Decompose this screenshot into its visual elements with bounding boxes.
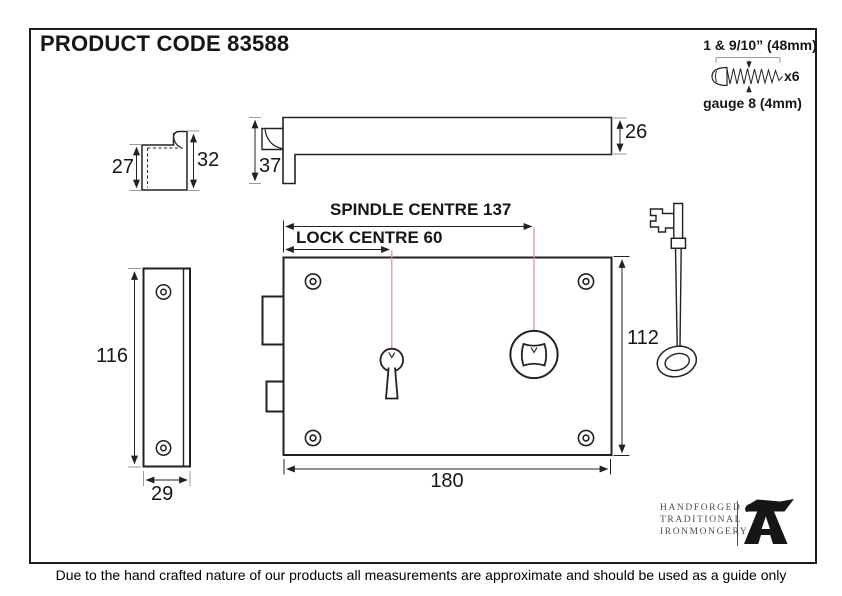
logo-text-line1: HANDFORGED (660, 503, 742, 513)
screw-gauge-label: gauge 8 (4mm) (703, 95, 802, 111)
anvil-logo-icon (744, 499, 794, 544)
screw-illustration (711, 57, 783, 93)
dim-case-width: 180 (430, 470, 464, 492)
dim-keep-depth: 27 (111, 156, 134, 178)
logo-text-line3: IRONMONGERY (660, 527, 749, 537)
key-illustration (649, 202, 698, 378)
drawing-border (29, 28, 817, 564)
dim-case-height: 112 (627, 327, 659, 349)
dead-bolt (265, 380, 284, 413)
dim-plate-height: 116 (96, 345, 128, 367)
spindle-centre-label: SPINDLE CENTRE 137 (330, 200, 512, 219)
lock-face-view (261, 220, 630, 475)
keep-plate-view (128, 267, 191, 486)
logo-text-line2: TRADITIONAL (660, 515, 742, 525)
keyhole (379, 347, 405, 400)
latch-bolt (261, 295, 284, 346)
lock-centre-label: LOCK CENTRE 60 (296, 228, 443, 247)
disclaimer-text: Due to the hand crafted nature of our pr… (55, 567, 787, 583)
keep-top-view (129, 130, 200, 191)
dim-plate-width: 29 (151, 483, 174, 505)
lock-case-top-view (249, 116, 627, 185)
screw-length-label: 1 & 9/10” (48mm) (703, 37, 817, 53)
product-code-title: PRODUCT CODE 83588 (40, 31, 290, 56)
dim-case-depth: 37 (259, 155, 282, 177)
dim-case-thickness: 26 (625, 121, 648, 143)
spindle-hole (509, 329, 559, 380)
screw-quantity-label: x6 (784, 68, 800, 84)
screw-holes (304, 273, 595, 447)
dim-keep-lip-height: 32 (197, 149, 220, 171)
